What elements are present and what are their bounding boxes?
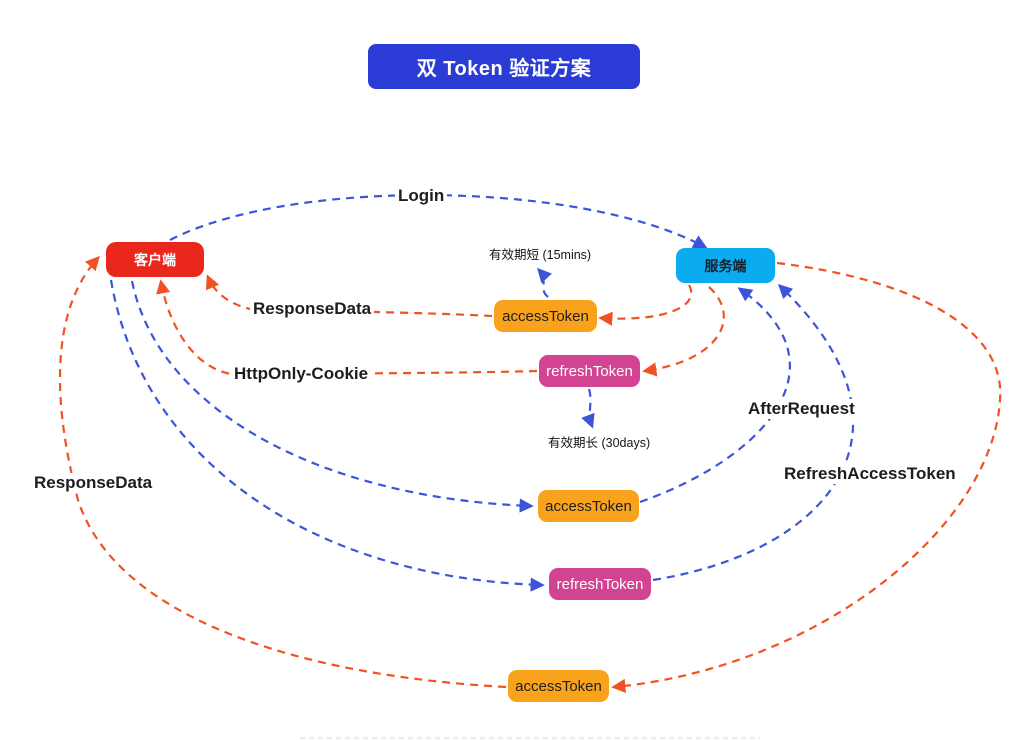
node-client[interactable]: 客户端 bbox=[106, 242, 204, 277]
edge-label-login: Login bbox=[395, 186, 448, 206]
edge-afterrequest bbox=[639, 287, 791, 504]
node-access-token-1-label: accessToken bbox=[502, 307, 589, 325]
edge-refreshaccesstoken bbox=[652, 284, 855, 582]
node-client-label: 客户端 bbox=[134, 251, 176, 268]
node-server[interactable]: 服务端 bbox=[676, 248, 775, 283]
node-access-token-3-label: accessToken bbox=[515, 677, 602, 695]
node-access-token-3[interactable]: accessToken bbox=[508, 670, 609, 702]
edge-client-to-accesstoken2 bbox=[130, 280, 534, 513]
edge-refreshtoken1-validity bbox=[581, 388, 595, 429]
node-refresh-token-2-label: refreshToken bbox=[556, 575, 644, 593]
edge-server-to-accesstoken1 bbox=[598, 284, 693, 326]
edge-label-responsedata-left: ResponseData bbox=[31, 473, 156, 493]
diagram-title: 双 Token 验证方案 bbox=[368, 44, 640, 89]
edge-label-refreshaccesstoken: RefreshAccessToken bbox=[781, 464, 959, 484]
node-access-token-2[interactable]: accessToken bbox=[538, 490, 639, 522]
edge-label-responsedata-top: ResponseData bbox=[250, 299, 375, 319]
node-access-token-2-label: accessToken bbox=[545, 497, 632, 515]
node-access-token-1[interactable]: accessToken bbox=[494, 300, 597, 332]
edge-server-to-accesstoken3 bbox=[611, 261, 1002, 694]
edge-httponly-cookie bbox=[156, 279, 538, 376]
node-refresh-token-2[interactable]: refreshToken bbox=[549, 568, 651, 600]
edge-client-to-refreshtoken2 bbox=[109, 279, 545, 592]
edge-responsedata-left bbox=[58, 255, 507, 689]
annotation-access-token-validity: 有效期短 (15mins) bbox=[487, 244, 594, 263]
node-refresh-token-1-label: refreshToken bbox=[546, 362, 633, 380]
edge-accesstoken1-validity bbox=[537, 267, 552, 298]
edge-label-afterrequest: AfterRequest bbox=[745, 399, 858, 419]
node-refresh-token-1[interactable]: refreshToken bbox=[539, 355, 640, 387]
edge-server-to-refreshtoken1 bbox=[642, 286, 725, 377]
annotation-refresh-token-validity: 有效期长 (30days) bbox=[546, 432, 653, 451]
edge-label-httponly-cookie: HttpOnly-Cookie bbox=[231, 364, 372, 384]
node-server-label: 服务端 bbox=[704, 257, 747, 274]
